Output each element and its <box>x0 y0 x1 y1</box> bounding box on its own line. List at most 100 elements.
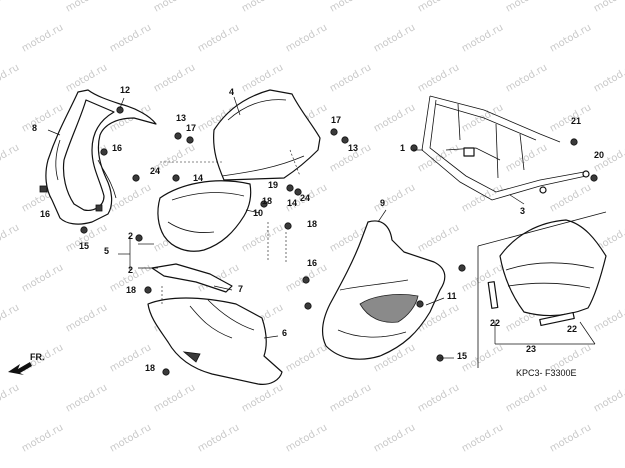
watermark-text: motod.ru <box>416 382 461 414</box>
watermark-text: motod.ru <box>372 182 417 214</box>
callout-14: 14 <box>287 198 297 208</box>
watermark-text: motod.ru <box>240 62 285 94</box>
watermark-text: motod.ru <box>460 262 505 294</box>
watermark-text: motod.ru <box>108 22 153 54</box>
callout-3: 3 <box>520 206 525 216</box>
watermark-text: motod.ru <box>64 382 109 414</box>
bolt-icon <box>172 174 180 182</box>
callout-24: 24 <box>150 166 160 176</box>
bolt-icon <box>135 234 143 242</box>
callout-19: 19 <box>268 180 278 190</box>
bolt-icon <box>80 226 88 234</box>
watermark-text: motod.ru <box>416 222 461 254</box>
part-9-side-cowl <box>321 220 446 360</box>
callout-16: 16 <box>307 258 317 268</box>
watermark-text: motod.ru <box>504 0 549 15</box>
bolt-icon <box>410 144 418 152</box>
watermark-text: motod.ru <box>64 302 109 334</box>
watermark-text: motod.ru <box>284 342 329 374</box>
watermark-text: motod.ru <box>372 22 417 54</box>
callout-17: 17 <box>331 115 341 125</box>
watermark-text: motod.ru <box>152 0 197 15</box>
callout-2: 2 <box>128 231 133 241</box>
callout-11: 11 <box>447 291 457 301</box>
callout-17: 17 <box>186 123 196 133</box>
watermark-text: motod.ru <box>592 382 625 414</box>
bolt-icon <box>260 200 268 208</box>
callout-7: 7 <box>238 284 243 294</box>
watermark-text: motod.ru <box>108 422 153 454</box>
bolt-icon <box>100 148 108 156</box>
watermark-text: motod.ru <box>460 422 505 454</box>
watermark-text: motod.ru <box>592 62 625 94</box>
watermark-text: motod.ru <box>460 102 505 134</box>
watermark-text: motod.ru <box>372 422 417 454</box>
bolt-icon <box>284 222 292 230</box>
watermark-text: motod.ru <box>108 182 153 214</box>
callout-15: 15 <box>457 351 467 361</box>
watermark-text: motod.ru <box>0 382 21 414</box>
callout-18: 18 <box>126 285 136 295</box>
watermark-text: motod.ru <box>20 262 65 294</box>
callout-22: 22 <box>490 318 500 328</box>
watermark-text: motod.ru <box>284 22 329 54</box>
watermark-text: motod.ru <box>240 222 285 254</box>
watermark-text: motod.ru <box>592 0 625 15</box>
front-direction-label: FR. <box>30 352 45 362</box>
leader-lines <box>47 96 596 359</box>
callout-22: 22 <box>567 324 577 334</box>
watermark-text: motod.ru <box>504 62 549 94</box>
front-direction-arrow: FR. <box>8 352 45 375</box>
callout-24: 24 <box>300 193 310 203</box>
bolt-icon <box>304 302 312 310</box>
watermark-text: motod.ru <box>152 62 197 94</box>
bolt-icon <box>162 368 170 376</box>
watermark-text: motod.ru <box>592 302 625 334</box>
bolt-icon <box>330 128 338 136</box>
diagram-code: KPC3- F3300E <box>516 368 577 378</box>
bolt-icon <box>302 276 310 284</box>
part-8-left-cowl <box>39 89 157 225</box>
part-6-lower-cowl <box>147 297 283 385</box>
watermark-text: motod.ru <box>548 422 593 454</box>
watermark-text: motod.ru <box>504 142 549 174</box>
watermark-text: motod.ru <box>240 382 285 414</box>
callout-13: 13 <box>348 143 358 153</box>
callout-layer: 1223456789101112131314141515161616171718… <box>32 85 604 373</box>
bolt-icon <box>590 174 598 182</box>
callout-18: 18 <box>307 219 317 229</box>
bolt-icon <box>294 188 302 196</box>
callout-2: 2 <box>128 265 133 275</box>
callout-21: 21 <box>571 116 581 126</box>
watermark-text: motod.ru <box>0 302 21 334</box>
watermark-text: motod.ru <box>64 0 109 15</box>
watermark-text: motod.ru <box>372 102 417 134</box>
callout-8: 8 <box>32 123 37 133</box>
watermark-text: motod.ru <box>0 0 21 15</box>
bolt-icon <box>286 184 294 192</box>
callout-5: 5 <box>104 246 109 256</box>
bolt-icon <box>416 300 424 308</box>
callout-18: 18 <box>145 363 155 373</box>
callout-13: 13 <box>176 113 186 123</box>
watermark-text: motod.ru <box>0 62 21 94</box>
bolt-icon <box>174 132 182 140</box>
callout-18: 18 <box>262 196 272 206</box>
watermark-text: motod.ru <box>20 102 65 134</box>
callout-4: 4 <box>229 87 234 97</box>
callout-20: 20 <box>594 150 604 160</box>
callout-1: 1 <box>400 143 405 153</box>
watermark-text: motod.ru <box>152 382 197 414</box>
bolt-icon <box>458 264 466 272</box>
part-23-optional-screen <box>499 219 607 317</box>
callout-15: 15 <box>79 241 89 251</box>
inset-frame <box>477 211 607 368</box>
watermark-text: motod.ru <box>460 22 505 54</box>
bolt-icon <box>570 138 578 146</box>
callout-16: 16 <box>40 209 50 219</box>
callout-10: 10 <box>253 208 263 218</box>
watermark-text: motod.ru <box>196 422 241 454</box>
watermark-text: motod.ru <box>328 0 373 15</box>
watermark-text: motod.ru <box>20 422 65 454</box>
